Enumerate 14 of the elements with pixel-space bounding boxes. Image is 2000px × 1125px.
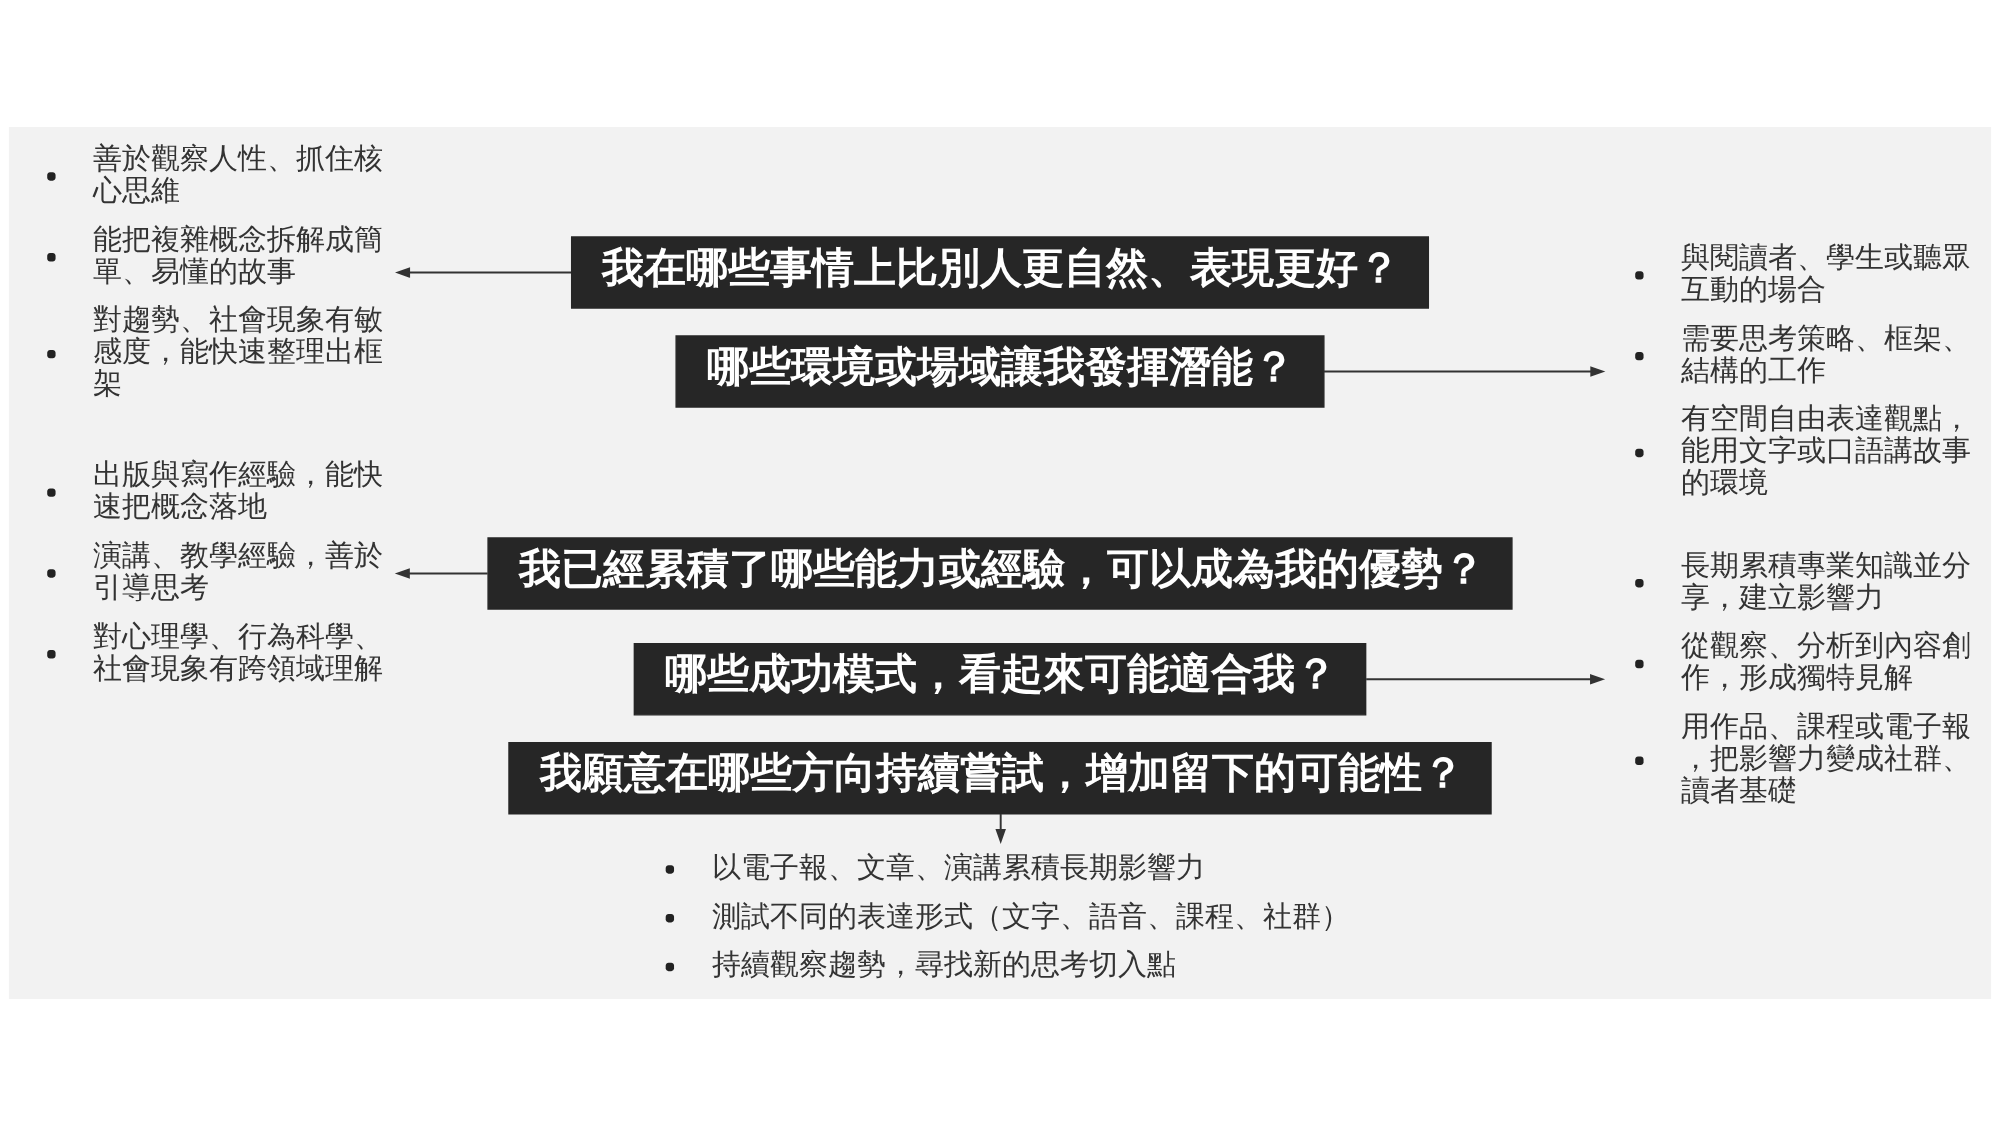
arrow: [1323, 365, 1606, 377]
node-box: 我已經累積了哪些能力或經驗，可以成為我的優勢？: [487, 536, 1513, 610]
arrow: [394, 567, 489, 579]
node-box: 我在哪些事情上比別人更自然、表現更好？: [570, 235, 1430, 309]
node-box: 哪些環境或場域讓我發揮潛能？: [675, 334, 1325, 408]
node-box: 我願意在哪些方向持續嘗試，增加留下的可能性？: [508, 741, 1492, 814]
node-box: 哪些成功模式，看起來可能適合我？: [633, 642, 1367, 716]
node-text: 與閱讀者、學生或聽眾互動的場合 需要思考策略、框架、結構的工作 有空間自由表達觀點，能用文字或口語講故事的環境: [1681, 239, 1972, 499]
arrow: [1365, 673, 1606, 685]
node-text: 以電子報、文章、演講累積長期影響力 測試不同的表達形式（文字、語音、課程、社群） 持續觀察趨勢，尋找新的思考切入點: [711, 849, 1350, 981]
arrow: [395, 266, 573, 278]
node-text: 出版與寫作經驗，能快速把概念落地 演講、教學經驗，善於引導思考 對心理學、行為科學、社會現象有跨領域理解: [93, 456, 384, 685]
node-text: 善於觀察人性、抓住核心思維 能把複雜概念拆解成簡單、易懂的故事 對趨勢、社會現象有敏感度，能快速整理出框架: [93, 140, 384, 400]
node-text: 長期累積專業知識並分享，建立影響力 從觀察、分析到內容創作，形成獨特見解 用作品、課程或電子報，把影響力變成社群、讀者基礎: [1681, 547, 1972, 807]
